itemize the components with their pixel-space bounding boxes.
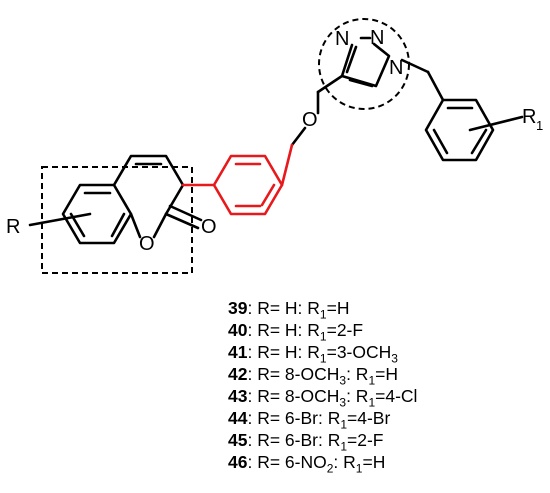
ch2-triazole-bond xyxy=(316,74,344,94)
ch2-benzyl-bond xyxy=(426,70,445,102)
r-substituent-bond xyxy=(28,212,92,227)
r1-subscript: 1 xyxy=(536,118,543,133)
compound-46: 46: R= 6-NO2: R1=H xyxy=(228,452,386,476)
r-label: R xyxy=(6,216,20,238)
compound-43: 43: R= 8-OCH3: R1=4-Cl xyxy=(228,386,418,410)
phenylene-double-bond-3 xyxy=(260,183,276,207)
atom-labels: R O O O N N N R 1 xyxy=(6,27,543,255)
chemical-structure: R O O O N N N R 1 xyxy=(6,18,543,274)
r1-substituent-bond xyxy=(468,115,524,132)
benzopyranone-dashed-box xyxy=(41,166,193,274)
r1-label: R xyxy=(522,106,536,128)
bond-oring-c8a xyxy=(129,212,142,239)
phenyl-o-bond xyxy=(280,143,294,187)
benzyl-ring xyxy=(424,98,495,162)
o-ring-label: O xyxy=(139,233,155,255)
triazole-dashed-circle xyxy=(318,18,410,110)
bonds-black xyxy=(28,36,524,245)
triazole-double-bond-1 xyxy=(345,45,358,74)
n2-label: N xyxy=(370,27,384,49)
o-carbonyl-label: O xyxy=(201,216,217,238)
compound-42: 42: R= 8-OCH3: R1=H xyxy=(228,364,398,388)
compound-41: 41: R= H: R1=3-OCH3 xyxy=(228,342,398,366)
n3-label: N xyxy=(389,57,403,79)
triazole-ring xyxy=(340,42,391,88)
o-ether-label: O xyxy=(302,109,318,131)
triazole-double-bond-2 xyxy=(348,78,374,88)
n-ch2-bond xyxy=(400,58,430,74)
phenylene-linker xyxy=(181,143,294,216)
compound-45: 45: R= 6-Br: R1=2-F xyxy=(228,430,384,454)
highlight-boxes xyxy=(41,18,410,274)
ether-bond-1 xyxy=(290,126,307,147)
carbonyl-bond-a xyxy=(164,212,200,230)
pyranone-ring xyxy=(112,154,185,216)
benzyl-double-bond-2 xyxy=(432,128,449,155)
benzyl-double-bond-3 xyxy=(470,128,488,155)
benzo-double-bond-3 xyxy=(110,212,126,238)
compound-39: 39: R= H: R1=H xyxy=(228,298,350,322)
n1-label: N xyxy=(335,28,349,50)
compound-44: 44: R= 6-Br: R1=4-Br xyxy=(228,408,391,432)
bond-c-oring xyxy=(152,212,168,239)
carbonyl-bond-b xyxy=(168,204,203,222)
compound-40: 40: R= H: R1=2-F xyxy=(228,320,364,344)
